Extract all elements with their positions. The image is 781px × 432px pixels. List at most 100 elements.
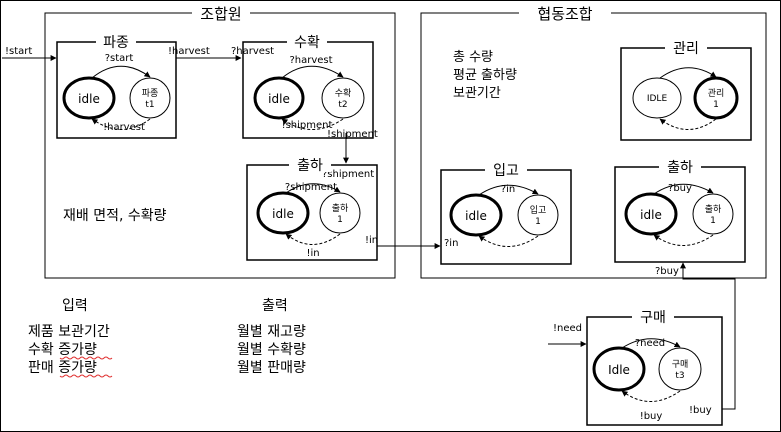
module-purchase-title: 구매 (640, 310, 666, 326)
state-purchase-active (658, 347, 702, 391)
module-sowing: 파종 idle 파종 t1 ?start !harvest (56, 33, 177, 139)
state-mgmt-idle (632, 77, 682, 119)
state-coopship-active-count: 1 (710, 216, 716, 226)
coop-note-average: 평균 출하량 (453, 68, 517, 83)
union-note: 재배 면적, 수확량 (63, 208, 167, 224)
module-harvest-title: 수확 (294, 35, 320, 51)
module-coop-ship-title: 출하 (667, 160, 693, 176)
outputs-block: 출력 월별 재고량 월별 수확량 월별 판매량 (237, 298, 306, 376)
state-sowing-active (129, 77, 171, 119)
group-union: 조합원 (44, 4, 396, 279)
state-intake-active-label: 입고 (530, 204, 547, 216)
transition-coopship-internal (653, 183, 714, 195)
event-harvest-shipment-back: !shipment (282, 120, 333, 131)
input-item-harvest-increase: 수확 증가량 (28, 342, 97, 358)
module-sowing-title: 파종 (103, 35, 129, 51)
event-purchase-buy-back: !buy (640, 411, 663, 422)
transition-mgmt-forward (659, 67, 717, 79)
transition-sowing-start (91, 65, 151, 79)
spellcheck-underline-2 (59, 374, 113, 378)
state-mgmt-active-count: 1 (713, 100, 719, 110)
outputs-title: 출력 (262, 298, 288, 314)
transition-harvest-internal (281, 65, 344, 79)
transition-purchase-internal (621, 338, 681, 349)
input-item-storage: 제품 보관기간 (28, 324, 110, 340)
module-mgmt-title: 관리 (673, 41, 699, 57)
event-ship-in: ?shipment (322, 169, 374, 180)
event-sowing-harvest-back: !harvest (103, 122, 145, 133)
state-mgmt-idle-label: IDLE (647, 94, 668, 104)
state-harvest-active (321, 77, 365, 119)
state-purchase-idle-label: Idle (608, 363, 630, 377)
coop-note-storage: 보관기간 (453, 86, 501, 101)
state-coopship-idle-label: idle (640, 208, 662, 222)
module-intake: 입고 idle 입고 1 ?in (440, 161, 572, 265)
state-ship-active (319, 192, 361, 234)
state-ship-active-count: 1 (337, 215, 343, 225)
transition-harvest-shipment (281, 118, 344, 130)
state-purchase-idle (592, 346, 646, 392)
state-coopship-active (692, 193, 734, 235)
event-purchase-internal: ?need (635, 338, 665, 349)
state-intake-idle-label: idle (465, 209, 487, 223)
state-harvest-idle (253, 76, 305, 120)
transition-mgmt-back (659, 118, 717, 130)
event-ship-internal: ?shipment (285, 182, 337, 193)
transition-ship-internal (285, 183, 341, 194)
event-need-in: !need (553, 323, 582, 334)
module-ship: 출하 idle 출하 1 ?shipment !in (246, 156, 378, 261)
inputs-title: 입력 (62, 298, 88, 314)
state-sowing-active-label: 파종 (142, 88, 159, 99)
event-harvest-internal: ?harvest (289, 55, 332, 66)
input-item-sales-increase: 판매 증가량 (28, 360, 97, 376)
state-harvest-idle-label: idle (268, 92, 290, 106)
spellcheck-underline-1 (59, 356, 113, 360)
state-coopship-active-label: 출하 (705, 204, 722, 215)
coop-note-total: 총 수량 (453, 50, 493, 65)
module-intake-title: 입고 (493, 163, 519, 179)
event-ship-in-out: !in (365, 235, 378, 246)
event-intake-internal: ?in (501, 184, 515, 195)
module-harvest: 수확 idle 수확 t2 ?harvest !shipment (242, 33, 374, 139)
state-intake-active (517, 194, 559, 236)
transition-intake-internal (478, 184, 539, 196)
transition-sowing-harvest (91, 118, 151, 130)
state-purchase-active-label: 구매 (672, 359, 689, 370)
state-mgmt-active-label: 관리 (708, 88, 725, 99)
event-harvest-shipment-out: !shipment (327, 129, 378, 140)
state-ship-idle-label: idle (272, 207, 294, 221)
output-item-harvest: 월별 수확량 (237, 342, 306, 358)
group-coop-title: 협동조합 (537, 5, 592, 23)
inputs-block: 입력 제품 보관기간 수확 증가량 판매 증가량 (28, 298, 113, 378)
output-item-sales: 월별 판매량 (237, 360, 306, 376)
module-mgmt: 관리 IDLE 관리 1 (620, 39, 752, 141)
module-ship-title: 출하 (297, 158, 323, 174)
transition-coopship-back (653, 234, 714, 246)
state-sowing-idle-label: idle (78, 92, 100, 106)
event-coopship-buy-in: ?buy (655, 266, 679, 277)
event-coopship-internal: ?buy (668, 183, 692, 194)
state-harvest-active-label: 수확 (335, 87, 352, 99)
state-sowing-idle (62, 76, 116, 120)
group-coop: 협동조합 (420, 4, 767, 279)
transition-intake-back (478, 235, 539, 247)
output-item-inventory: 월별 재고량 (237, 324, 306, 340)
module-coop-ship: 출하 idle 출하 1 ?buy (614, 158, 746, 263)
transition-ship-in (285, 233, 341, 245)
state-ship-idle (256, 191, 310, 235)
arrow-purchase-to-coopship (680, 262, 736, 410)
state-coopship-idle (624, 192, 678, 236)
event-sowing-start: ?start (105, 53, 134, 64)
state-ship-active-label: 출하 (332, 203, 349, 214)
state-intake-idle (449, 193, 503, 237)
event-purchase-buy-out: !buy (689, 405, 712, 416)
group-union-title: 조합원 (200, 5, 241, 23)
transition-purchase-buy (621, 390, 681, 402)
state-sowing-active-time: t1 (145, 100, 154, 110)
event-harvest-in: ?harvest (231, 46, 274, 57)
module-purchase: 구매 Idle 구매 t3 ?need !buy !buy (586, 308, 723, 426)
event-start-in: !start (5, 46, 32, 57)
state-intake-active-count: 1 (535, 217, 541, 227)
state-mgmt-active (693, 76, 739, 120)
